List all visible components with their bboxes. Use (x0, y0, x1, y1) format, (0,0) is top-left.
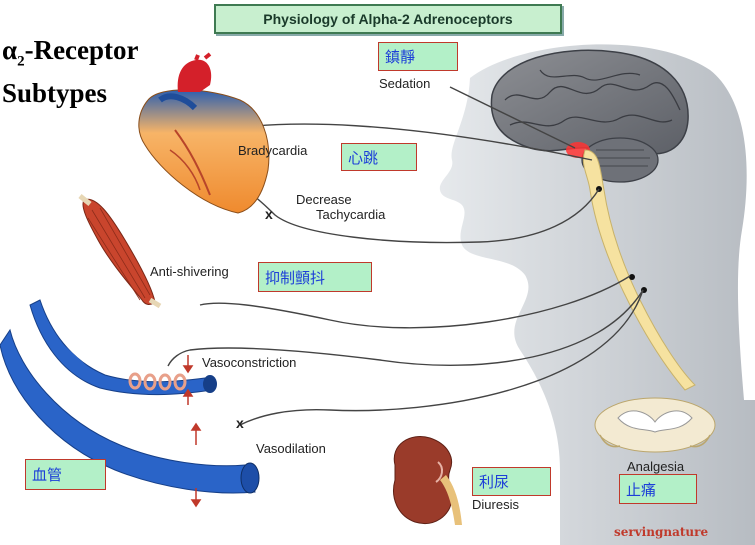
label-vasoconstriction: Vasoconstriction (202, 355, 297, 370)
label-decrease: Decrease (296, 192, 352, 207)
label-anti-shivering: Anti-shivering (150, 264, 229, 279)
translation-heartbeat: 心跳 (341, 143, 417, 171)
main-title-line2: Subtypes (2, 78, 108, 109)
heart-icon (138, 52, 270, 214)
translation-sedation: 鎮靜 (378, 42, 458, 71)
translation-anti-shivering: 抑制顫抖 (258, 262, 372, 292)
svg-text:x: x (236, 415, 244, 431)
muscle-icon (78, 194, 162, 309)
diagram-title: Physiology of Alpha-2 Adrenoceptors (263, 11, 513, 27)
label-analgesia: Analgesia (627, 459, 685, 474)
blood-vessel-icon (0, 299, 260, 508)
main-title-line1: -Receptor (24, 35, 139, 65)
label-diuresis: Diuresis (472, 497, 519, 512)
connection-lines (167, 86, 644, 426)
translation-blood-vessel: 血管 (25, 459, 106, 490)
label-tachycardia: Tachycardia (316, 207, 386, 222)
main-title: α2-Receptor Subtypes (2, 34, 139, 109)
svg-text:x: x (265, 206, 273, 222)
watermark: servingnature (614, 525, 709, 539)
diagram-title-banner: Physiology of Alpha-2 Adrenoceptors (214, 4, 562, 34)
translation-diuresis: 利尿 (472, 467, 551, 496)
kidney-icon (393, 436, 462, 525)
alpha-subscript: 2 (17, 53, 25, 70)
label-sedation: Sedation (379, 76, 431, 91)
label-vasodilation: Vasodilation (256, 441, 326, 456)
spinal-section-icon (594, 397, 716, 453)
translation-analgesia: 止痛 (619, 474, 697, 504)
label-bradycardia: Bradycardia (238, 143, 308, 158)
alpha-symbol: α (2, 35, 18, 65)
